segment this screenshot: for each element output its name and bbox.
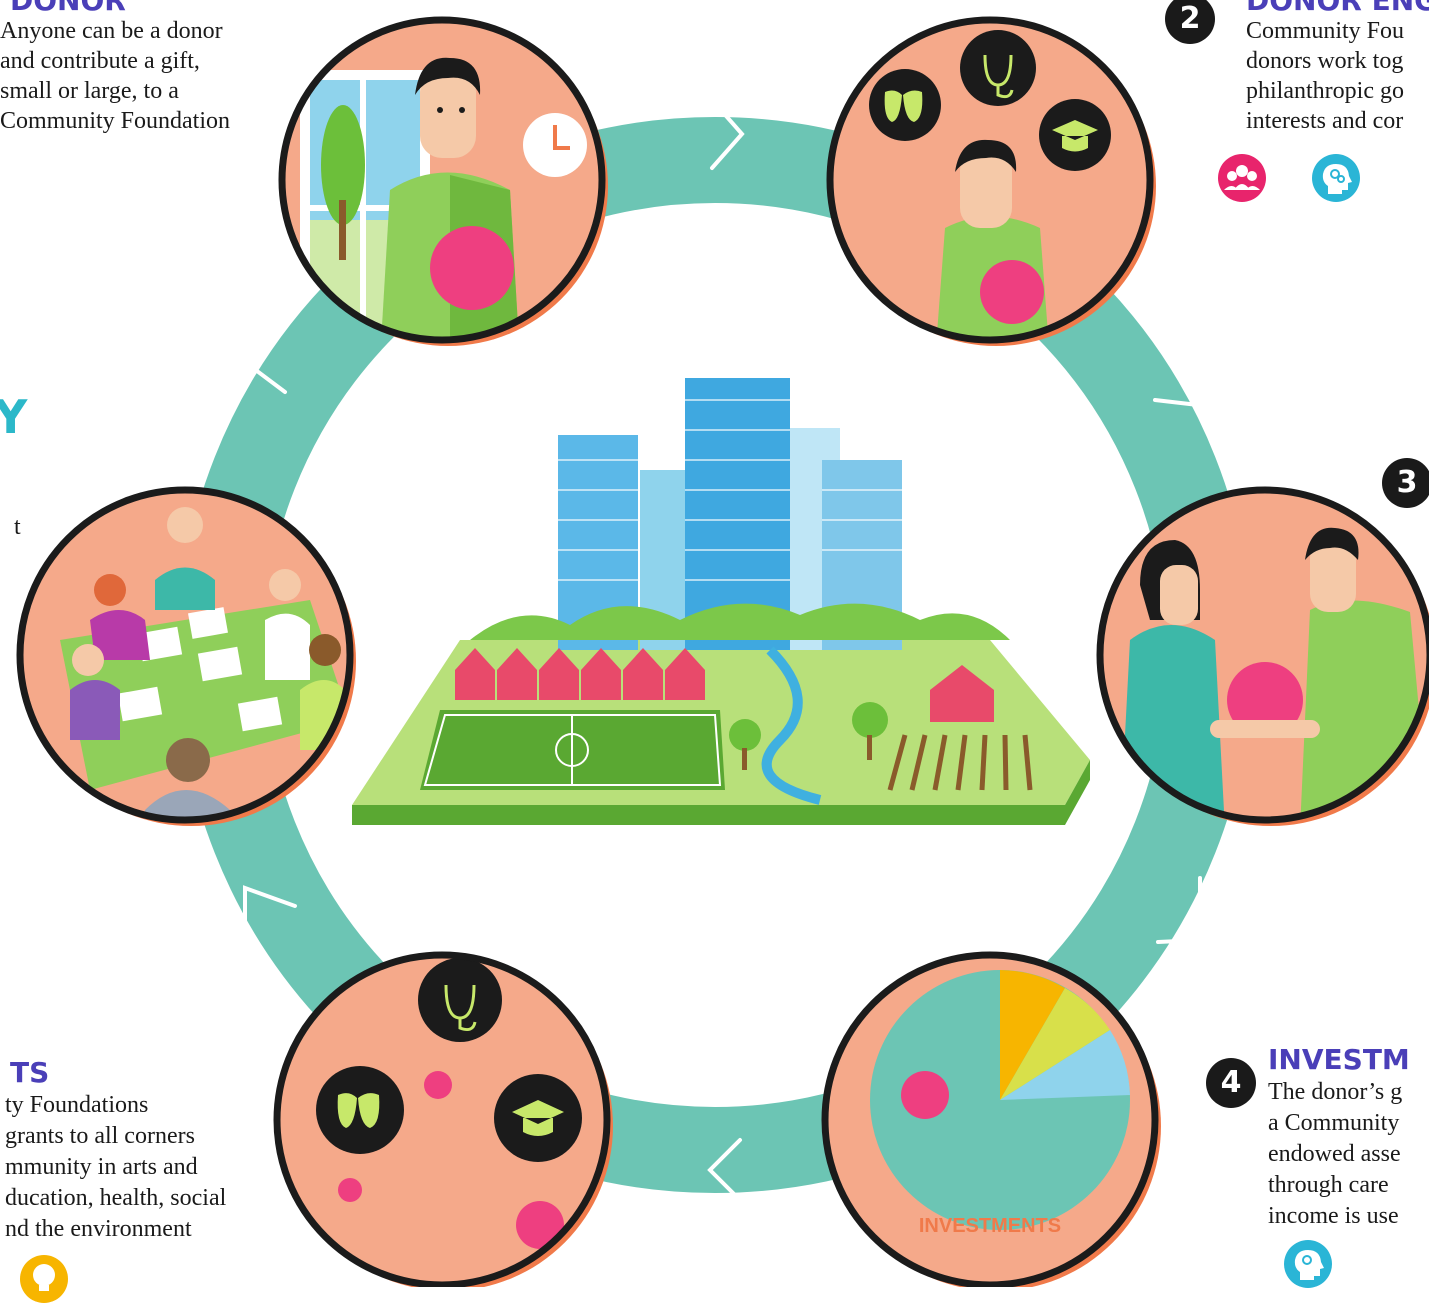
- gift-handover-circle: [1096, 486, 1429, 826]
- grants-text-line-1: ty Foundations: [5, 1092, 149, 1118]
- head-gears-icon: [1284, 1240, 1332, 1288]
- grants-heading: TS: [10, 1056, 50, 1089]
- arrow-top: [710, 98, 745, 170]
- ring-arrows: [218, 98, 1202, 1202]
- engagement-text-line-1: Community Fou: [1246, 18, 1405, 44]
- donor-circle: [278, 16, 608, 346]
- donor-text-line-2: and contribute a gift,: [0, 48, 200, 74]
- investments-circle: INVESTMENTS: [821, 951, 1161, 1291]
- investment-text-line-3: endowed asse: [1268, 1141, 1401, 1167]
- people-group-icon: [1218, 154, 1266, 202]
- grants-text-line-2: grants to all corners: [5, 1123, 195, 1149]
- investment-text-line-1: The donor’s g: [1268, 1079, 1403, 1105]
- investment-text-line-5: income is use: [1268, 1203, 1399, 1229]
- partial-heading-fragment: Y: [0, 390, 28, 444]
- step-3-badge: 3: [1382, 458, 1429, 508]
- grants-circle: [273, 951, 613, 1291]
- meeting-circle: [16, 486, 356, 826]
- arrow-upper-right: [1153, 350, 1202, 408]
- donor-text-line-4: Community Foundation: [0, 108, 231, 134]
- arrow-bottom: [707, 1138, 742, 1202]
- engagement-heading: DONOR ENG: [1246, 0, 1429, 17]
- step-4-badge: 4: [1206, 1058, 1256, 1108]
- farm-field: [887, 734, 1033, 791]
- soccer-field: [420, 710, 725, 790]
- partial-text-fragment: t: [14, 514, 21, 540]
- arrow-upper-left: [218, 359, 287, 402]
- community-landscape: [352, 378, 1090, 825]
- engagement-text-line-3: philanthropic go: [1246, 78, 1404, 104]
- arrow-lower-right: [1156, 876, 1202, 944]
- donor-heading: DONOR: [10, 0, 126, 17]
- investment-heading: INVESTM: [1268, 1043, 1410, 1076]
- investment-text-line-4: through care: [1268, 1172, 1389, 1198]
- head-gears-icon: [1312, 154, 1360, 202]
- donor-text-line-1: Anyone can be a donor: [0, 18, 223, 44]
- arrow-lower-left: [243, 885, 297, 947]
- grants-text-line-3: mmunity in arts and: [5, 1154, 198, 1180]
- donor-text-line-3: small or large, to a: [0, 78, 179, 104]
- lightbulb-icon: [20, 1255, 68, 1303]
- engagement-text-line-4: interests and cor: [1246, 108, 1404, 134]
- houses: [455, 648, 994, 722]
- step-2-badge: 2: [1165, 0, 1215, 44]
- investment-text-line-2: a Community: [1268, 1110, 1400, 1136]
- engagement-text-line-2: donors work tog: [1246, 48, 1404, 74]
- grants-text-line-4: ducation, health, social: [5, 1185, 227, 1211]
- grants-text-line-5: nd the environment: [5, 1216, 192, 1242]
- engagement-circle: [826, 16, 1156, 346]
- investments-label: INVESTMENTS: [919, 1215, 1061, 1237]
